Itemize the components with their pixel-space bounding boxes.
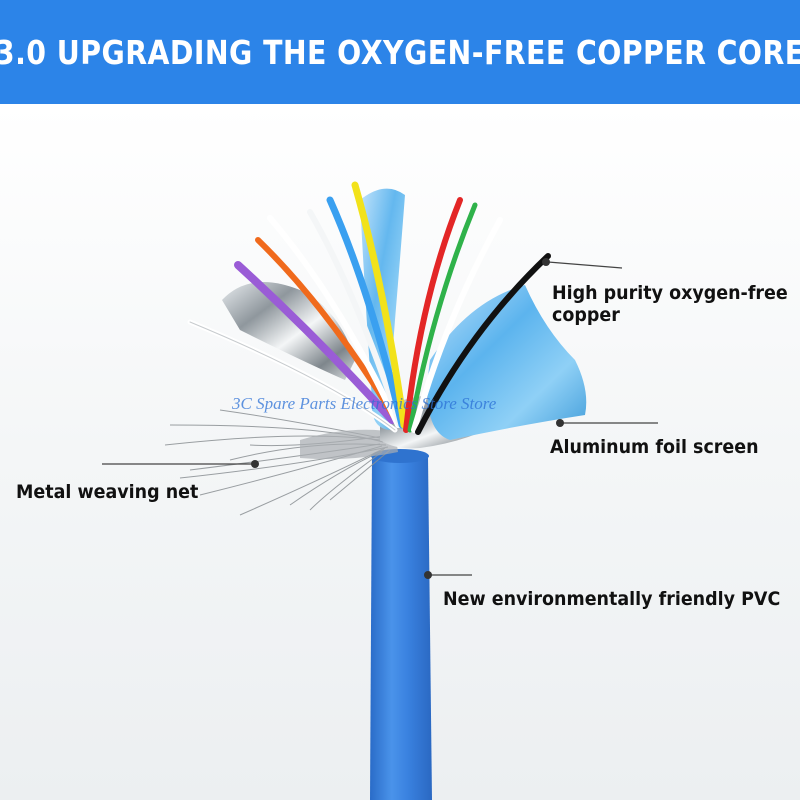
store-watermark: 3C Spare Parts Electronics Store Store (232, 394, 497, 413)
label-metal-net: Metal weaving net (16, 481, 199, 503)
banner-title: 3.0 UPGRADING THE OXYGEN-FREE COPPER COR… (0, 32, 800, 72)
wire-red (403, 197, 463, 433)
label-copper-line1: High purity oxygen-free (552, 282, 788, 304)
wire-yellow (351, 181, 408, 429)
title-banner: 3.0 UPGRADING THE OXYGEN-FREE COPPER COR… (0, 0, 800, 104)
callout-dots (251, 258, 564, 579)
wire-white-2 (267, 215, 401, 428)
wire-lightblue (326, 196, 406, 429)
wire-green (407, 202, 478, 433)
wire-black (415, 253, 551, 435)
blue-foil-right (427, 285, 587, 440)
wire-purple (234, 261, 396, 424)
callout-lines (102, 261, 658, 576)
wire-white-1-edge (189, 321, 396, 431)
label-copper-line2: copper (552, 304, 620, 326)
braid-bundle (300, 429, 398, 460)
wire-white-3 (307, 209, 403, 428)
wire-white-4 (411, 217, 503, 433)
pvc-jacket (370, 451, 432, 800)
label-aluminum-foil: Aluminum foil screen (550, 436, 759, 458)
label-pvc: New environmentally friendly PVC (443, 588, 781, 610)
cable-illustration (0, 104, 800, 800)
core-wires (187, 181, 551, 435)
